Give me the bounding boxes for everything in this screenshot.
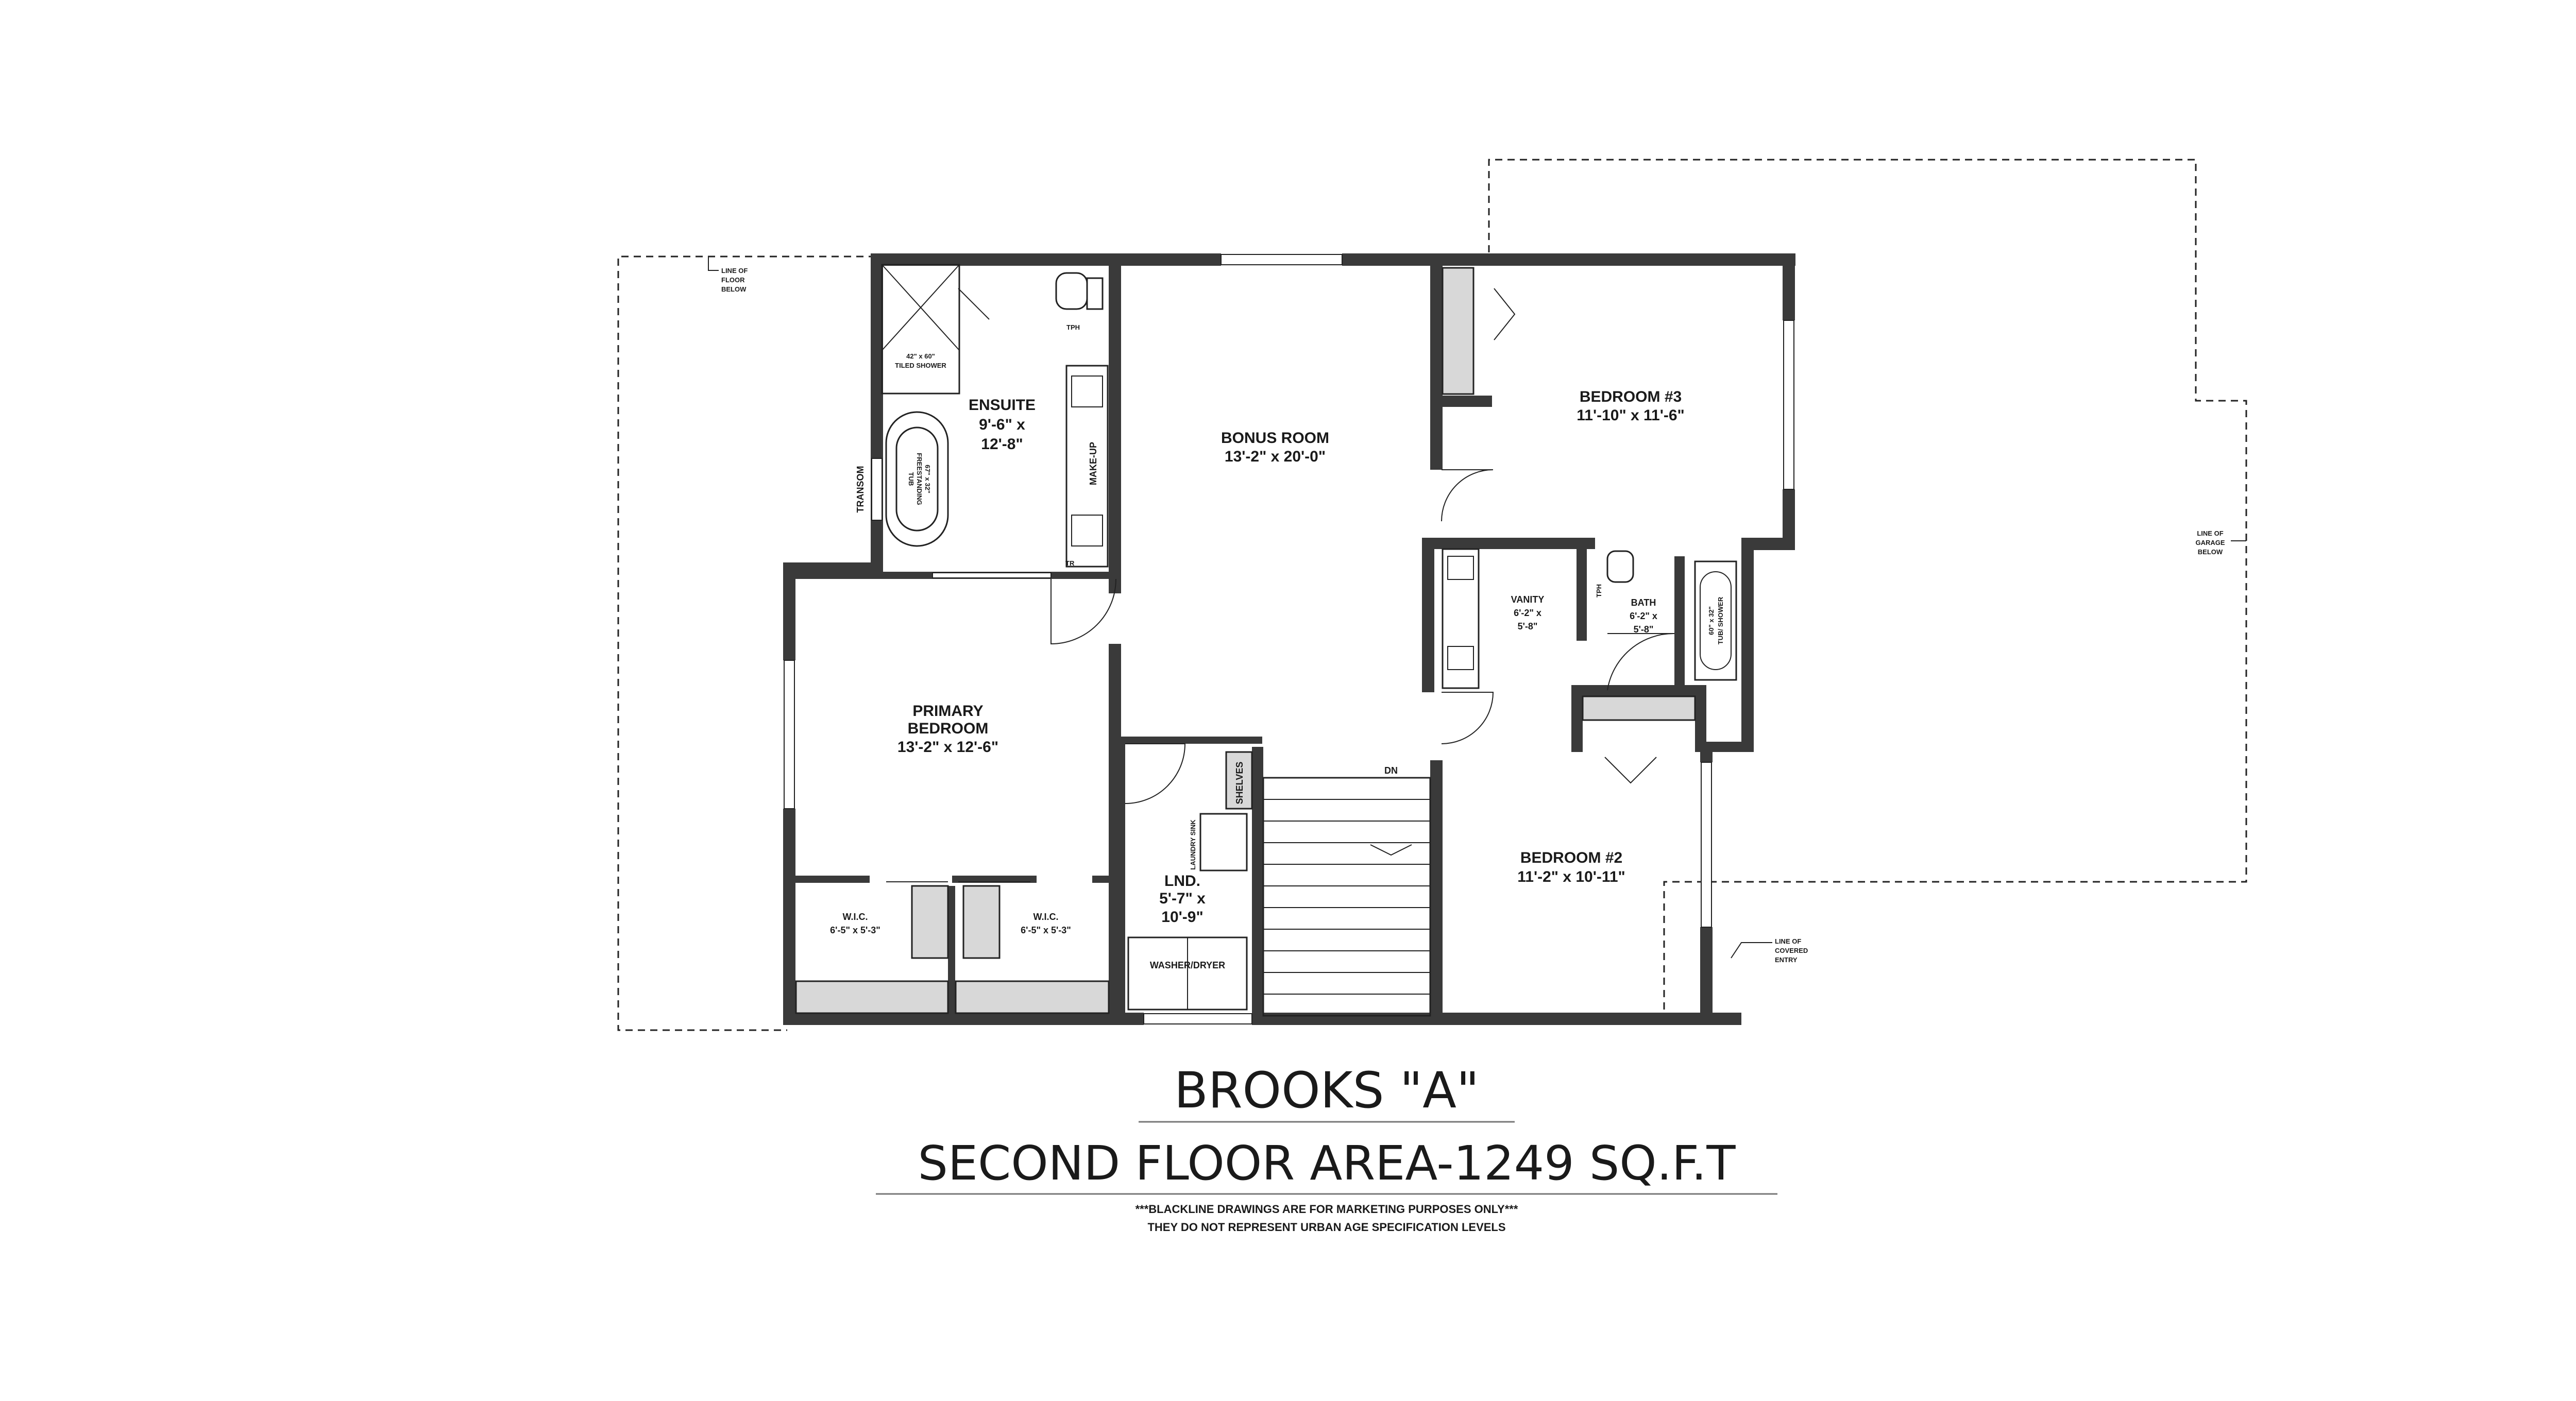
laundry-sink-label: LAUNDRY SINK (1189, 819, 1197, 870)
stair-outline (1262, 777, 1431, 1017)
lnd-name: LND. (1164, 873, 1200, 890)
room-labels: ENSUITE 9'-6" x 12'-8" BONUS ROOM 13'-2"… (830, 388, 1685, 935)
bath-dim2: 5'-8" (1634, 624, 1654, 635)
garage-below-note-2: GARAGE (2195, 539, 2225, 546)
primary-dim: 13'-2" x 12'-6" (897, 739, 998, 756)
staircase (1262, 777, 1431, 1017)
laundry-fixtures (1127, 751, 1253, 1011)
ensuite-name: ENSUITE (969, 397, 1036, 414)
interior-walls (783, 253, 1706, 1025)
bonus-room-name: BONUS ROOM (1221, 430, 1329, 447)
vanity-dim1: 6'-2" x (1514, 608, 1541, 618)
bonus-room-dim: 13'-2" x 20'-0" (1225, 448, 1326, 465)
makeup-label: MAKE-UP (1088, 442, 1098, 485)
ensuite-fixtures (881, 264, 1109, 568)
floor-below-note-3: BELOW (721, 285, 747, 293)
line-of-floor-below (617, 255, 876, 1031)
floor-below-note-1: LINE OF (721, 267, 748, 275)
plan-subtitle: SECOND FLOOR AREA-1249 SQ.F.T (918, 1136, 1736, 1191)
vanity-bath-fixtures (1442, 548, 1737, 689)
garage-below-note: LINE OF GARAGE BELOW (2195, 529, 2246, 556)
bedroom2-name: BEDROOM #2 (1520, 849, 1622, 866)
transom-label: TRANSOM (855, 466, 866, 513)
washer-dryer-label: WASHER/DRYER (1150, 960, 1225, 970)
tub-label2: TUB (907, 472, 915, 486)
doors (886, 288, 1675, 882)
tph2-label: TPH (1595, 584, 1603, 597)
vanity-name: VANITY (1511, 594, 1545, 605)
garage-below-note-3: BELOW (2198, 548, 2223, 556)
disclaimer-line2: THEY DO NOT REPRESENT URBAN AGE SPECIFIC… (1147, 1221, 1505, 1234)
vanity-dim2: 5'-8" (1518, 621, 1538, 631)
tub-label1: FREESTANDING (916, 453, 923, 505)
ensuite-dim2: 12'-8" (981, 436, 1023, 453)
fixture-labels: 42" x 60" TILED SHOWER 67" x 32" FREESTA… (855, 323, 1724, 970)
bedroom3-closet (1442, 267, 1475, 395)
covered-entry-note-2: COVERED (1775, 947, 1808, 954)
wic-shelves (795, 885, 1110, 1014)
covered-entry-note-1: LINE OF (1775, 937, 1801, 945)
plan-title: BROOKS "A" (1174, 1062, 1479, 1119)
ensuite-dim1: 9'-6" x (979, 416, 1025, 433)
tr-label: TR (1065, 559, 1075, 567)
primary-name1: PRIMARY (912, 703, 983, 720)
lnd-dim2: 10'-9" (1161, 909, 1203, 926)
primary-name2: BEDROOM (908, 720, 989, 737)
title-block: BROOKS "A" SECOND FLOOR AREA-1249 SQ.F.T… (876, 1062, 1777, 1234)
shower-label: TILED SHOWER (895, 362, 946, 369)
floor-below-note: LINE OF FLOOR BELOW (708, 257, 748, 293)
wic1-dim: 6'-5" x 5'-3" (830, 925, 880, 935)
tub-size: 67" x 32" (924, 465, 931, 493)
covered-entry-note: LINE OF COVERED ENTRY (1731, 937, 1808, 964)
tub-shower-label: TUB/ SHOWER (1717, 596, 1724, 644)
wic1-name: W.I.C. (843, 912, 868, 922)
lnd-dim1: 5'-7" x (1159, 890, 1206, 907)
garage-below-note-1: LINE OF (2197, 529, 2223, 537)
bedroom3-name: BEDROOM #3 (1580, 388, 1682, 405)
windows (784, 254, 1794, 1024)
line-of-garage-below (1488, 159, 2247, 1021)
shelves-label: SHELVES (1234, 762, 1245, 805)
wic2-name: W.I.C. (1033, 912, 1059, 922)
disclaimer-line1: ***BLACKLINE DRAWINGS ARE FOR MARKETING … (1136, 1203, 1518, 1216)
floor-below-note-2: FLOOR (721, 276, 745, 284)
bath-name: BATH (1631, 597, 1656, 608)
bedroom2-dim: 11'-2" x 10'-11" (1517, 868, 1625, 885)
tub-shower-size: 60" x 32" (1707, 606, 1715, 635)
bedroom3-dim: 11'-10" x 11'-6" (1577, 407, 1685, 424)
covered-entry-note-3: ENTRY (1775, 956, 1798, 964)
stair-direction-arrow (1370, 844, 1412, 856)
wic2-dim: 6'-5" x 5'-3" (1021, 925, 1071, 935)
stair-dn-label: DN (1384, 765, 1398, 776)
linen-closet (1582, 695, 1696, 721)
shower-size: 42" x 60" (906, 352, 935, 360)
tph-label: TPH (1066, 323, 1080, 331)
bath-dim1: 6'-2" x (1630, 611, 1657, 621)
